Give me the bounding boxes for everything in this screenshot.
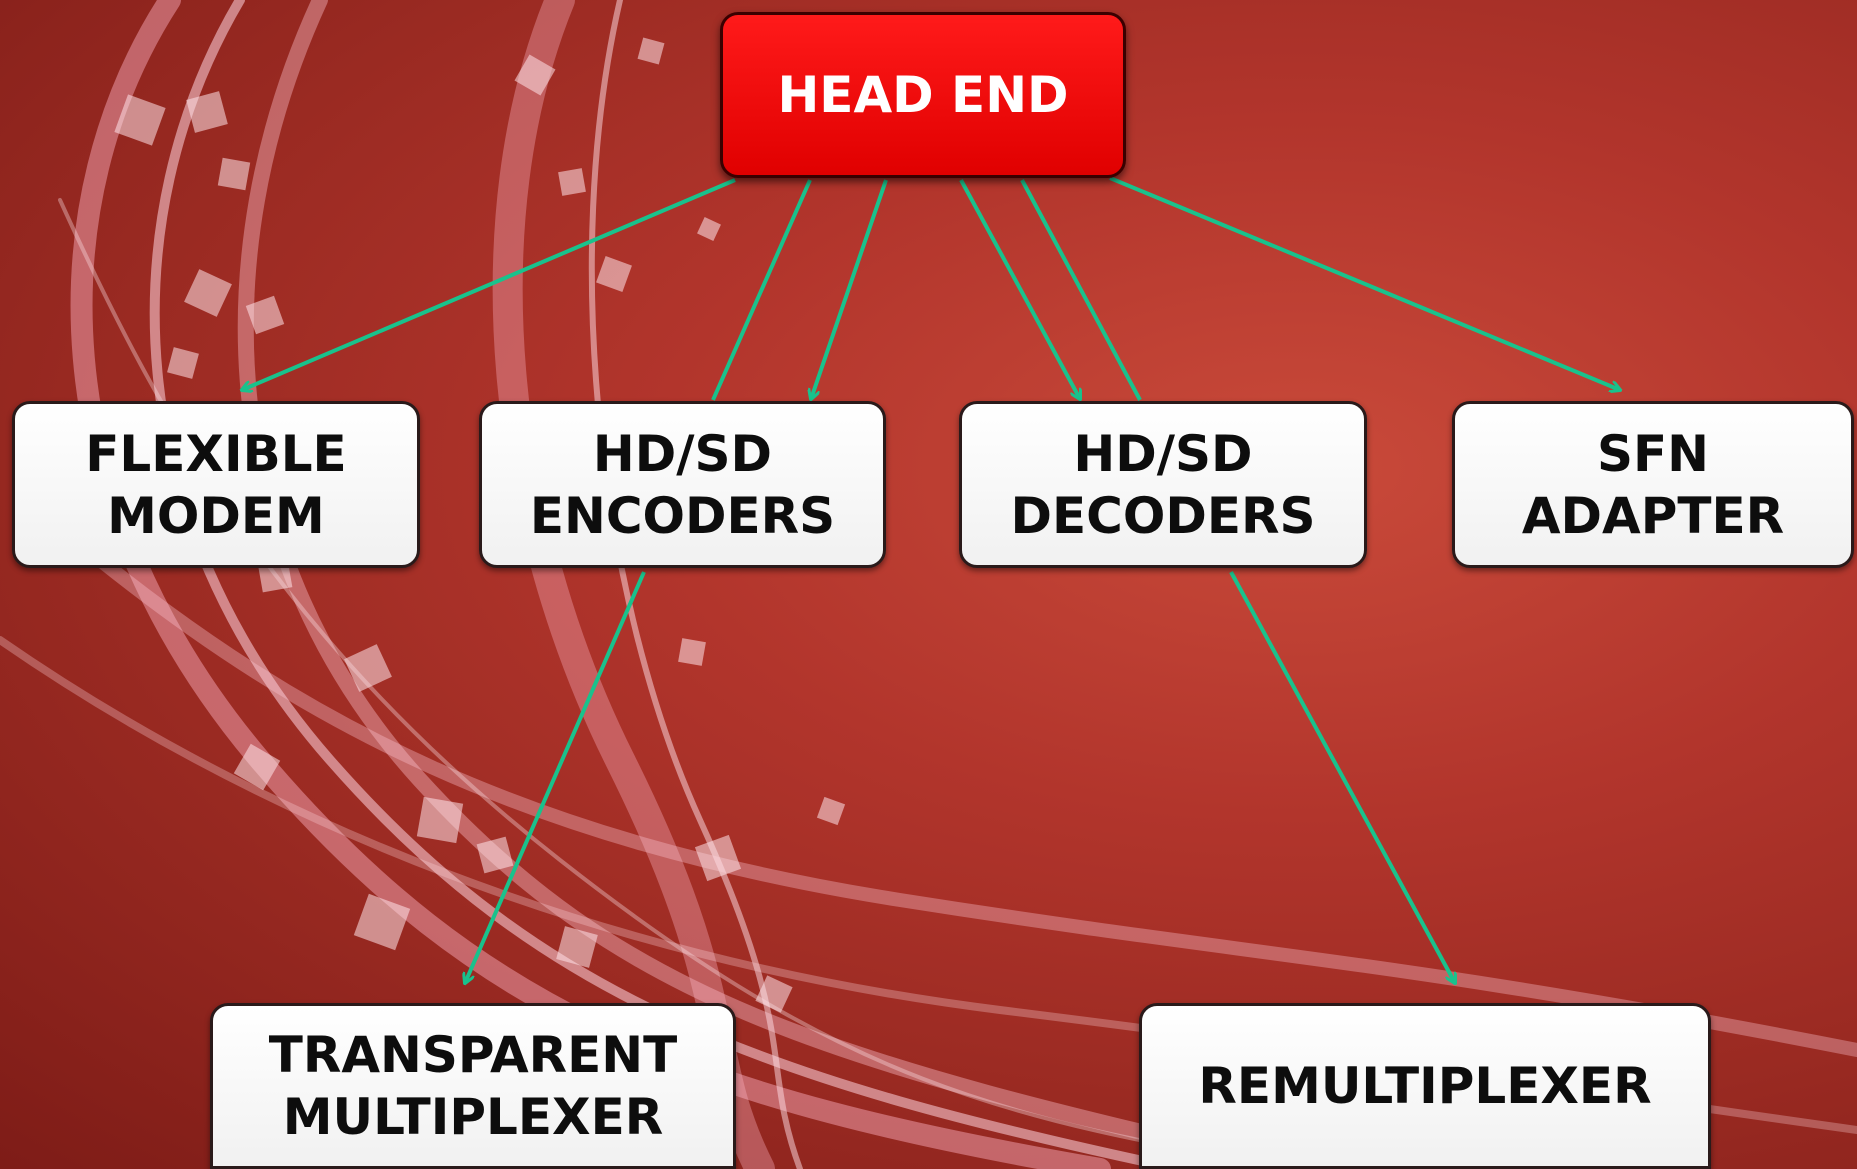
flexible-modem-label-line-1: FLEXIBLE [85, 424, 347, 483]
sfn-adapter-label-line-2: ADAPTER [1521, 486, 1785, 545]
remultiplexer-label: REMULTIPLEXER [1198, 1057, 1652, 1115]
connector-decoders-to-remultiplexer [1229, 571, 1455, 983]
decoders-label-line-1: HD/SD [1073, 424, 1253, 483]
hd-sd-decoders-node: HD/SD DECODERS [959, 401, 1367, 568]
transparent-multiplexer-node: TRANSPARENT MULTIPLEXER [210, 1003, 736, 1169]
connector-head-end-to-sfn-adapter [1109, 176, 1620, 390]
hd-sd-encoders-node: HD/SD ENCODERS [479, 401, 886, 568]
flexible-modem-label-line-2: MODEM [107, 486, 325, 545]
sfn-adapter-label-line-1: SFN [1596, 424, 1709, 483]
connector-head-end-to-decoders [959, 179, 1080, 399]
head-end-label: HEAD END [777, 66, 1069, 124]
sfn-adapter-node: SFN ADAPTER [1452, 401, 1854, 568]
head-end-node: HEAD END [720, 12, 1126, 178]
connector-decoders-up-stroke [1020, 179, 1142, 401]
connector-head-end-to-flexible-modem [242, 178, 736, 390]
transparent-multiplexer-label-line-2: MULTIPLEXER [282, 1088, 664, 1146]
decoders-label-line-2: DECODERS [1010, 486, 1316, 545]
flexible-modem-node: FLEXIBLE MODEM [12, 401, 420, 568]
remultiplexer-node: REMULTIPLEXER [1139, 1003, 1711, 1169]
transparent-multiplexer-label-line-1: TRANSPARENT [268, 1026, 678, 1084]
connector-encoders-up-stroke [711, 179, 812, 401]
encoders-label-line-1: HD/SD [592, 424, 773, 483]
encoders-label-line-2: ENCODERS [529, 486, 836, 545]
connector-encoders-to-transparent-multiplexer [465, 571, 646, 983]
connector-head-end-to-encoders [811, 179, 888, 399]
